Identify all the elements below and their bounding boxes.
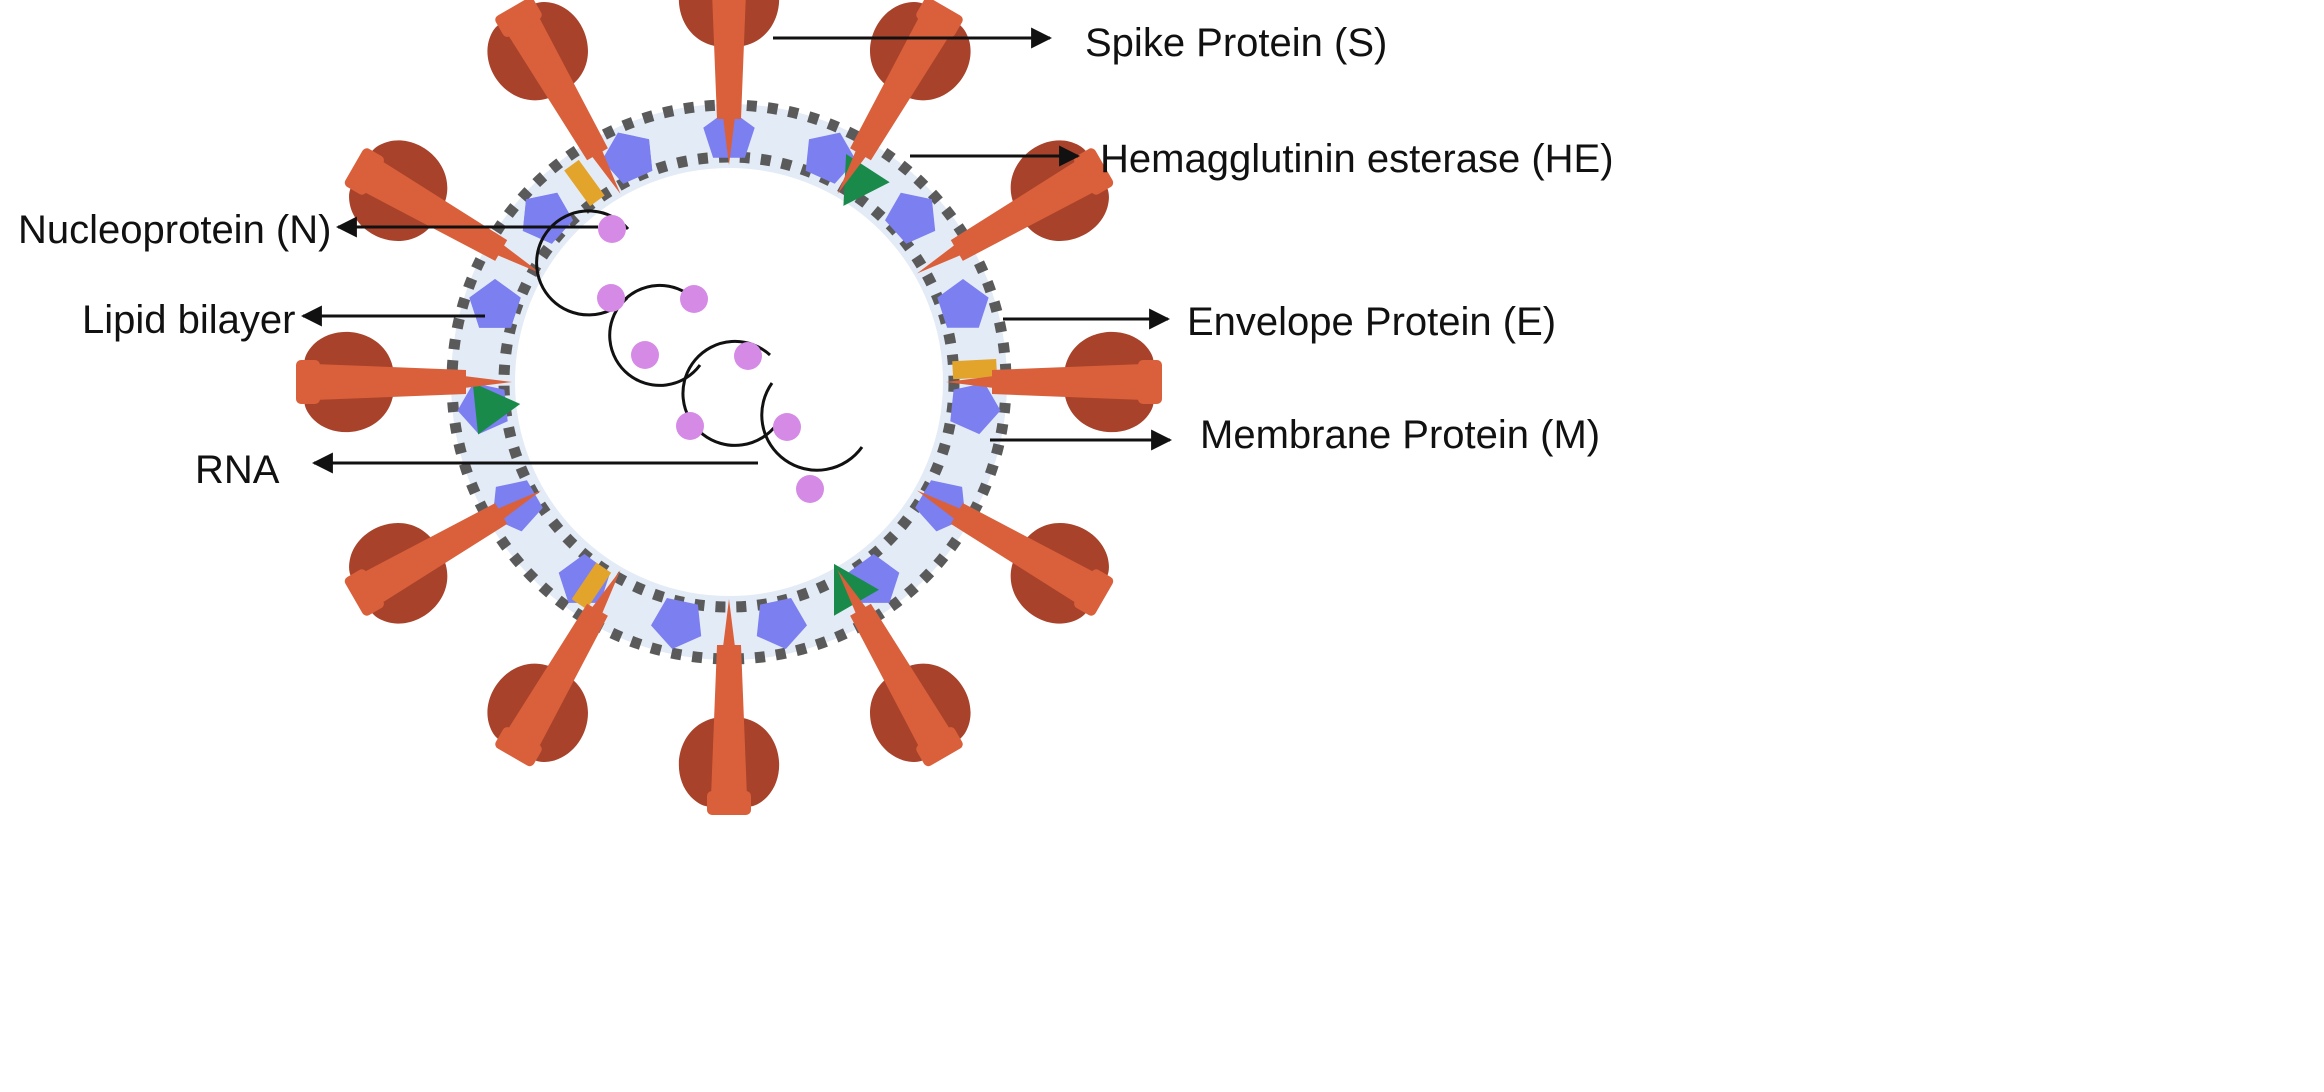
nucleoprotein-bead (734, 342, 762, 370)
label-arrows (300, 27, 1173, 474)
membrane-protein (885, 192, 936, 244)
rna-label: RNA (195, 448, 280, 492)
spike-protein-label: Spike Protein (S) (1085, 21, 1388, 65)
nucleoprotein-bead (796, 475, 824, 503)
membrane-protein (756, 598, 807, 649)
membrane-protein (651, 598, 702, 649)
spike-proteins (296, 0, 1162, 815)
hemagglutinin-esterase-protein (834, 563, 879, 616)
nucleoprotein-bead (676, 412, 704, 440)
hemagglutinin-esterase-protein (472, 382, 521, 435)
membrane-protein (602, 132, 653, 184)
nucleoprotein-label: Nucleoprotein (N) (18, 208, 332, 252)
nucleoprotein-bead (597, 284, 625, 312)
rna-strand (535, 209, 864, 472)
envelope-protein (952, 358, 998, 380)
envelope-protein (571, 562, 612, 610)
envelope-protein-label: Envelope Protein (E) (1187, 300, 1557, 344)
membrane-protein (950, 383, 1001, 435)
rna-coil (681, 339, 779, 447)
hemagglutinin-esterase-label: Hemagglutinin esterase (HE) (1100, 137, 1614, 181)
nucleoprotein-bead (680, 285, 708, 313)
envelope-proteins (564, 159, 998, 610)
nucleoproteins (597, 215, 824, 503)
membrane-protein (937, 279, 989, 328)
rna-coil (608, 283, 702, 387)
nucleoprotein-bead (631, 341, 659, 369)
membrane-protein-label: Membrane Protein (M) (1200, 413, 1601, 457)
nucleoprotein-bead (773, 413, 801, 441)
lipid-bilayer-label: Lipid bilayer (82, 298, 296, 342)
envelope-protein (564, 159, 605, 207)
membrane-protein (805, 132, 856, 184)
rna-coil (535, 209, 630, 317)
membrane-protein (522, 192, 573, 244)
rna-coil (760, 382, 864, 472)
nucleoprotein-bead (598, 215, 626, 243)
